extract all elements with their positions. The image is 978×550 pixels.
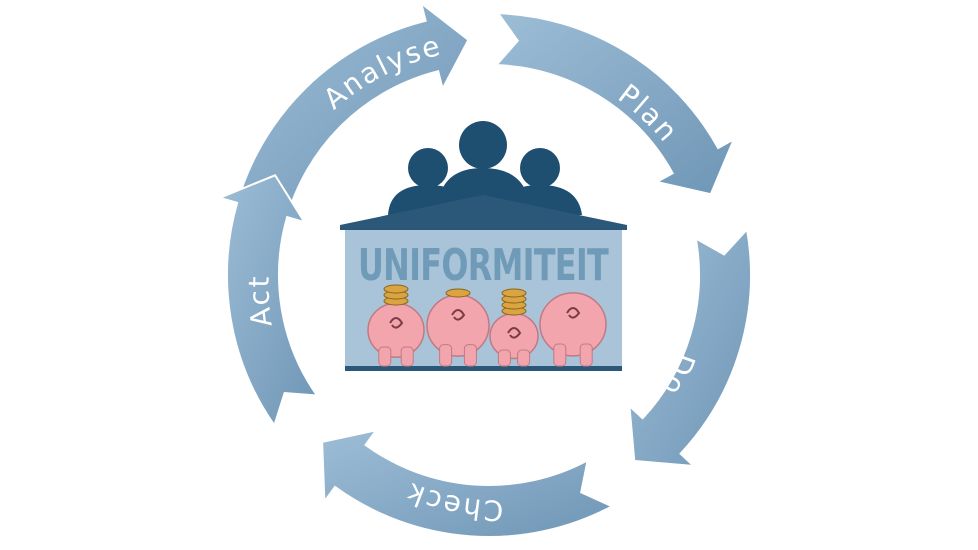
people-icon <box>388 121 582 215</box>
pig-tail-icon <box>389 317 404 329</box>
arrow-act <box>216 174 320 428</box>
pig-tail-icon <box>507 327 522 339</box>
pig-4 <box>539 292 607 367</box>
coin-icon <box>501 288 527 298</box>
pig-3 <box>489 288 539 367</box>
arrow-plan <box>494 12 736 196</box>
arrow-check <box>321 428 615 538</box>
pigs-group <box>367 284 607 367</box>
arrow-do <box>628 227 752 468</box>
coin-icon <box>445 288 471 298</box>
pig-2 <box>426 288 490 367</box>
pig-tail-icon <box>566 307 581 319</box>
pig-tail-icon <box>451 309 466 321</box>
center-title: UNIFORMITEIT <box>358 240 609 291</box>
center-illustration: UNIFORMITEIT <box>340 121 627 371</box>
pig-1 <box>367 284 425 367</box>
coin-icon <box>383 284 409 294</box>
arrow-analyse <box>234 0 470 223</box>
cycle-arrows <box>216 0 752 538</box>
step-label-act: Act <box>242 274 278 329</box>
